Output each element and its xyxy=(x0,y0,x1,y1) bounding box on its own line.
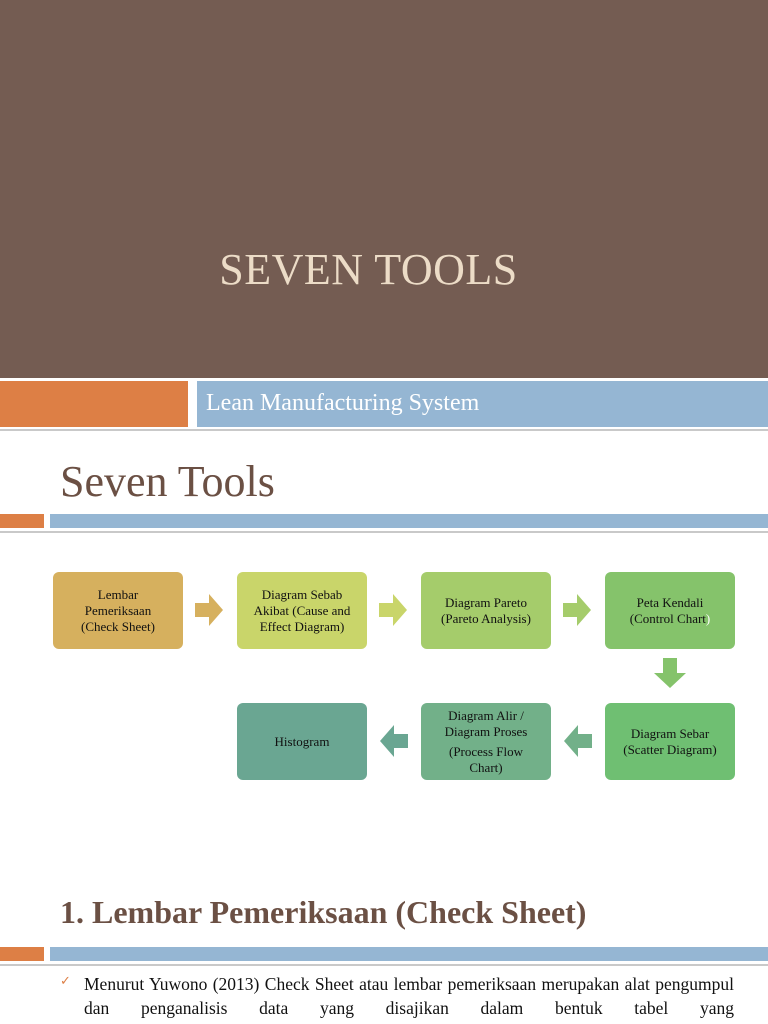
node-label: Diagram Alir / Diagram Proses xyxy=(444,707,528,739)
node-histogram: Histogram xyxy=(237,703,367,780)
subsection-heading: 1. Lembar Pemeriksaan (Check Sheet) xyxy=(60,894,587,930)
subheading-accent-blue xyxy=(50,947,768,961)
slide-subtitle: Lean Manufacturing System xyxy=(206,390,480,416)
slide-title: SEVEN TOOLS xyxy=(219,245,518,294)
check-bullet-icon: ✓ xyxy=(60,974,71,989)
node-label: Histogram xyxy=(274,733,330,749)
node-label: Peta Kendali (Control Chart) xyxy=(620,595,720,627)
node-check-sheet: Lembar Pemeriksaan (Check Sheet) xyxy=(53,572,183,649)
arrow-shape xyxy=(654,658,686,688)
node-label-main: Peta Kendali (Control Chart xyxy=(629,594,706,626)
arrow-right-icon xyxy=(563,594,591,626)
node-label: Diagram Pareto (Pareto Analysis) xyxy=(441,594,531,626)
arrow-right-icon xyxy=(379,594,407,626)
node-process-flow: Diagram Alir / Diagram Proses (Process F… xyxy=(421,703,551,780)
arrow-shape xyxy=(380,725,408,757)
subheading-rule xyxy=(0,964,768,966)
title-accent-blue xyxy=(197,381,768,427)
arrow-down-icon xyxy=(654,658,686,688)
heading-accent-orange xyxy=(0,514,44,528)
bullet-paragraph: Menurut Yuwono (2013) Check Sheet atau l… xyxy=(84,974,734,1018)
arrow-shape xyxy=(564,725,592,757)
node-scatter: Diagram Sebar (Scatter Diagram) xyxy=(605,703,735,780)
node-label-paren: ) xyxy=(705,610,711,626)
node-cause-effect: Diagram Sebab Akibat (Cause and Effect D… xyxy=(237,572,367,649)
arrow-shape xyxy=(379,594,407,626)
title-accent-orange xyxy=(0,381,188,427)
node-control-chart: Peta Kendali (Control Chart) xyxy=(605,572,735,649)
node-label: Lembar Pemeriksaan (Check Sheet) xyxy=(80,586,155,634)
heading-rule xyxy=(0,531,768,533)
arrow-shape xyxy=(195,594,223,626)
slide-divider xyxy=(0,429,768,431)
title-slide: SEVEN TOOLS xyxy=(0,0,768,378)
arrow-right-icon xyxy=(195,594,223,626)
subheading-accent-orange xyxy=(0,947,44,961)
node-pareto: Diagram Pareto (Pareto Analysis) xyxy=(421,572,551,649)
node-label: Diagram Sebar (Scatter Diagram) xyxy=(623,725,717,757)
section-heading: Seven Tools xyxy=(60,457,275,506)
arrow-left-icon xyxy=(564,725,592,757)
node-label: Diagram Sebab Akibat (Cause and Effect D… xyxy=(253,586,351,634)
arrow-shape xyxy=(563,594,591,626)
arrow-left-icon xyxy=(380,725,408,757)
heading-accent-blue xyxy=(50,514,768,528)
node-label-secondary: (Process Flow Chart) xyxy=(448,743,524,775)
